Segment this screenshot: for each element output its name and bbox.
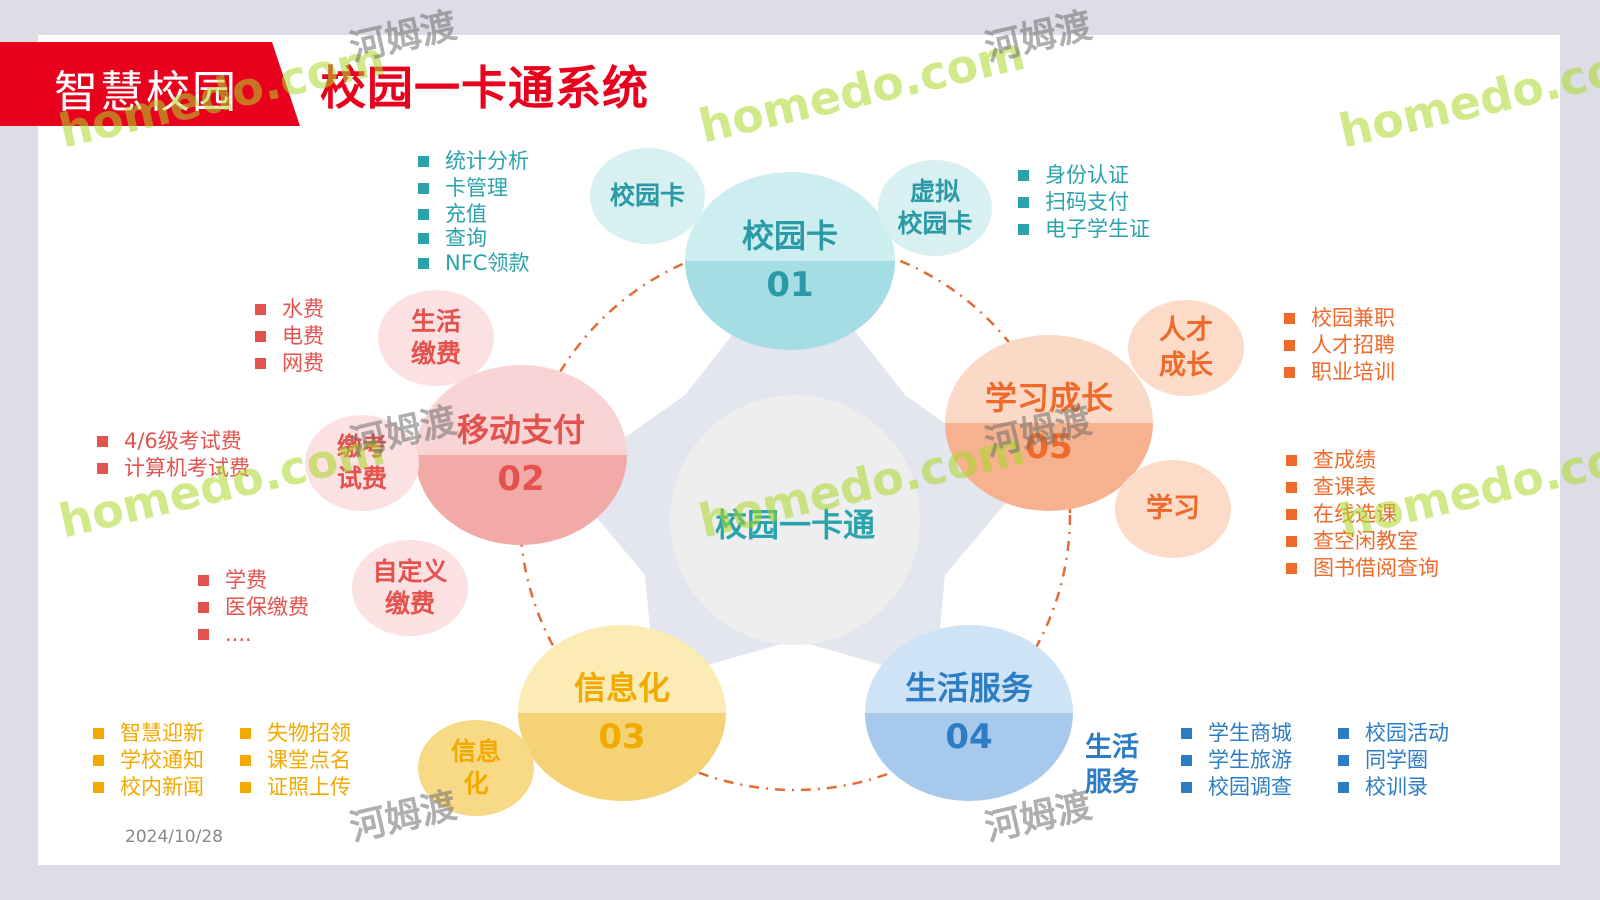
module-02-title: 移动支付 [456, 410, 585, 449]
sub-life-pay-l2: 缴费 [410, 339, 461, 368]
list-info-b: 失物招领 课堂点名 证照上传 [240, 720, 351, 801]
module-01-title: 校园卡 [741, 216, 838, 255]
list-item: 查询 [418, 226, 529, 250]
module-04-title: 生活服务 [904, 668, 1033, 707]
sub-talent-l1: 人才 [1159, 314, 1213, 346]
list-item: 图书借阅查询 [1286, 555, 1439, 582]
list-item: 校内新闻 [93, 774, 204, 801]
list-item: 学校通知 [93, 747, 204, 774]
list-item: 学生旅游 [1181, 747, 1292, 774]
sub-custom-pay-l2: 缴费 [384, 589, 435, 618]
module-02-circle[interactable]: 移动支付 02 [415, 365, 627, 545]
list-study: 查成绩 查课表 在线选课 查空闲教室 图书借阅查询 [1286, 447, 1439, 582]
module-03-number: 03 [598, 717, 646, 758]
module-01-number: 01 [766, 265, 814, 306]
sub-life-pay[interactable]: 生活 缴费 [378, 290, 494, 386]
list-item: 人才招聘 [1284, 332, 1395, 359]
list-item: 校园调查 [1181, 774, 1292, 801]
sub-custom-pay-l1: 自定义 [372, 556, 448, 586]
list-item: 查空闲教室 [1286, 528, 1439, 555]
sub-info[interactable]: 信息 化 [418, 720, 534, 816]
list-info-a: 智慧迎新 学校通知 校内新闻 [93, 720, 204, 801]
sub-info-l2: 化 [463, 769, 489, 798]
list-item: 课堂点名 [240, 747, 351, 774]
sub-exam-fee-l2: 试费 [336, 464, 387, 493]
sub-virtual-card-l2: 校园卡 [897, 209, 973, 238]
list-life-b: 校园活动 同学圈 校训录 [1338, 720, 1449, 801]
sub-exam-fee-l1: 缴考 [336, 431, 387, 461]
list-item: 学费 [198, 567, 309, 594]
list-item: 查成绩 [1286, 447, 1439, 474]
list-item: .... [198, 621, 309, 648]
list-item: 校园活动 [1338, 720, 1449, 747]
sub-talent[interactable]: 人才 成长 [1128, 300, 1244, 396]
list-item: NFC领款 [418, 250, 529, 277]
list-talent: 校园兼职 人才招聘 职业培训 [1284, 305, 1395, 386]
list-virtual: 身份认证 扫码支付 电子学生证 [1018, 162, 1150, 243]
module-02-number: 02 [497, 459, 545, 500]
module-05-circle[interactable]: 学习成长 05 [945, 335, 1153, 511]
header-tag: 智慧校园 [54, 67, 238, 118]
sub-study[interactable]: 学习 [1115, 460, 1231, 558]
list-item: 身份认证 [1018, 162, 1150, 189]
list-item: 职业培训 [1284, 359, 1395, 386]
list-item: 电费 [255, 323, 324, 350]
list-custom: 学费 医保缴费 .... [198, 567, 309, 648]
list-item: 电子学生证 [1018, 216, 1150, 243]
list-item: 水费 [255, 296, 324, 323]
footer-date: 2024/10/28 [125, 827, 223, 847]
list-item: 校园兼职 [1284, 305, 1395, 332]
list-item: 在线选课 [1286, 501, 1439, 528]
list-item: 网费 [255, 350, 324, 377]
header-ribbon [0, 42, 300, 126]
module-05-title: 学习成长 [984, 378, 1113, 417]
module-04-number: 04 [945, 717, 993, 758]
list-item: 医保缴费 [198, 594, 309, 621]
list-item: 同学圈 [1338, 747, 1449, 774]
list-item: 校训录 [1338, 774, 1449, 801]
list-item: 扫码支付 [1018, 189, 1150, 216]
module-04-circle[interactable]: 生活服务 04 [865, 625, 1073, 801]
list-item: 统计分析 [418, 148, 529, 175]
list-item: 充值 [418, 202, 529, 226]
list-utilities: 水费 电费 网费 [255, 296, 324, 377]
sub-virtual-card[interactable]: 虚拟 校园卡 [878, 160, 992, 256]
sub-virtual-card-l1: 虚拟 [909, 176, 960, 206]
list-item: 失物招领 [240, 720, 351, 747]
list-life-a: 学生商城 学生旅游 校园调查 [1181, 720, 1292, 801]
list-item: 智慧迎新 [93, 720, 204, 747]
list-item: 4/6级考试费 [97, 428, 250, 455]
sub-info-l1: 信息 [450, 736, 501, 766]
center-label: 校园一卡通 [714, 506, 875, 544]
list-item: 计算机考试费 [97, 455, 250, 482]
sub-custom-pay[interactable]: 自定义 缴费 [352, 540, 468, 636]
list-item: 卡管理 [418, 175, 529, 202]
sub-life-service-l1: 生活 [1085, 732, 1139, 763]
page-title: 校园一卡通系统 [320, 61, 649, 115]
module-01-circle[interactable]: 校园卡 01 [685, 172, 895, 350]
list-item: 证照上传 [240, 774, 351, 801]
list-item: 学生商城 [1181, 720, 1292, 747]
list-card-mgmt: 统计分析 卡管理 充值 查询 NFC领款 [418, 148, 529, 277]
sub-exam-fee[interactable]: 缴考 试费 [305, 415, 419, 511]
module-03-title: 信息化 [573, 668, 670, 707]
list-item: 查课表 [1286, 474, 1439, 501]
sub-talent-l2: 成长 [1159, 350, 1213, 381]
sub-campus-card[interactable]: 校园卡 [590, 148, 705, 244]
sub-life-pay-l1: 生活 [410, 306, 461, 336]
sub-life-service: 生活 服务 [1085, 730, 1139, 800]
list-exam: 4/6级考试费 计算机考试费 [97, 428, 250, 482]
sub-life-service-l2: 服务 [1085, 767, 1139, 799]
module-03-circle[interactable]: 信息化 03 [518, 625, 726, 801]
module-05-number: 05 [1025, 427, 1073, 468]
center-disc [670, 395, 920, 645]
